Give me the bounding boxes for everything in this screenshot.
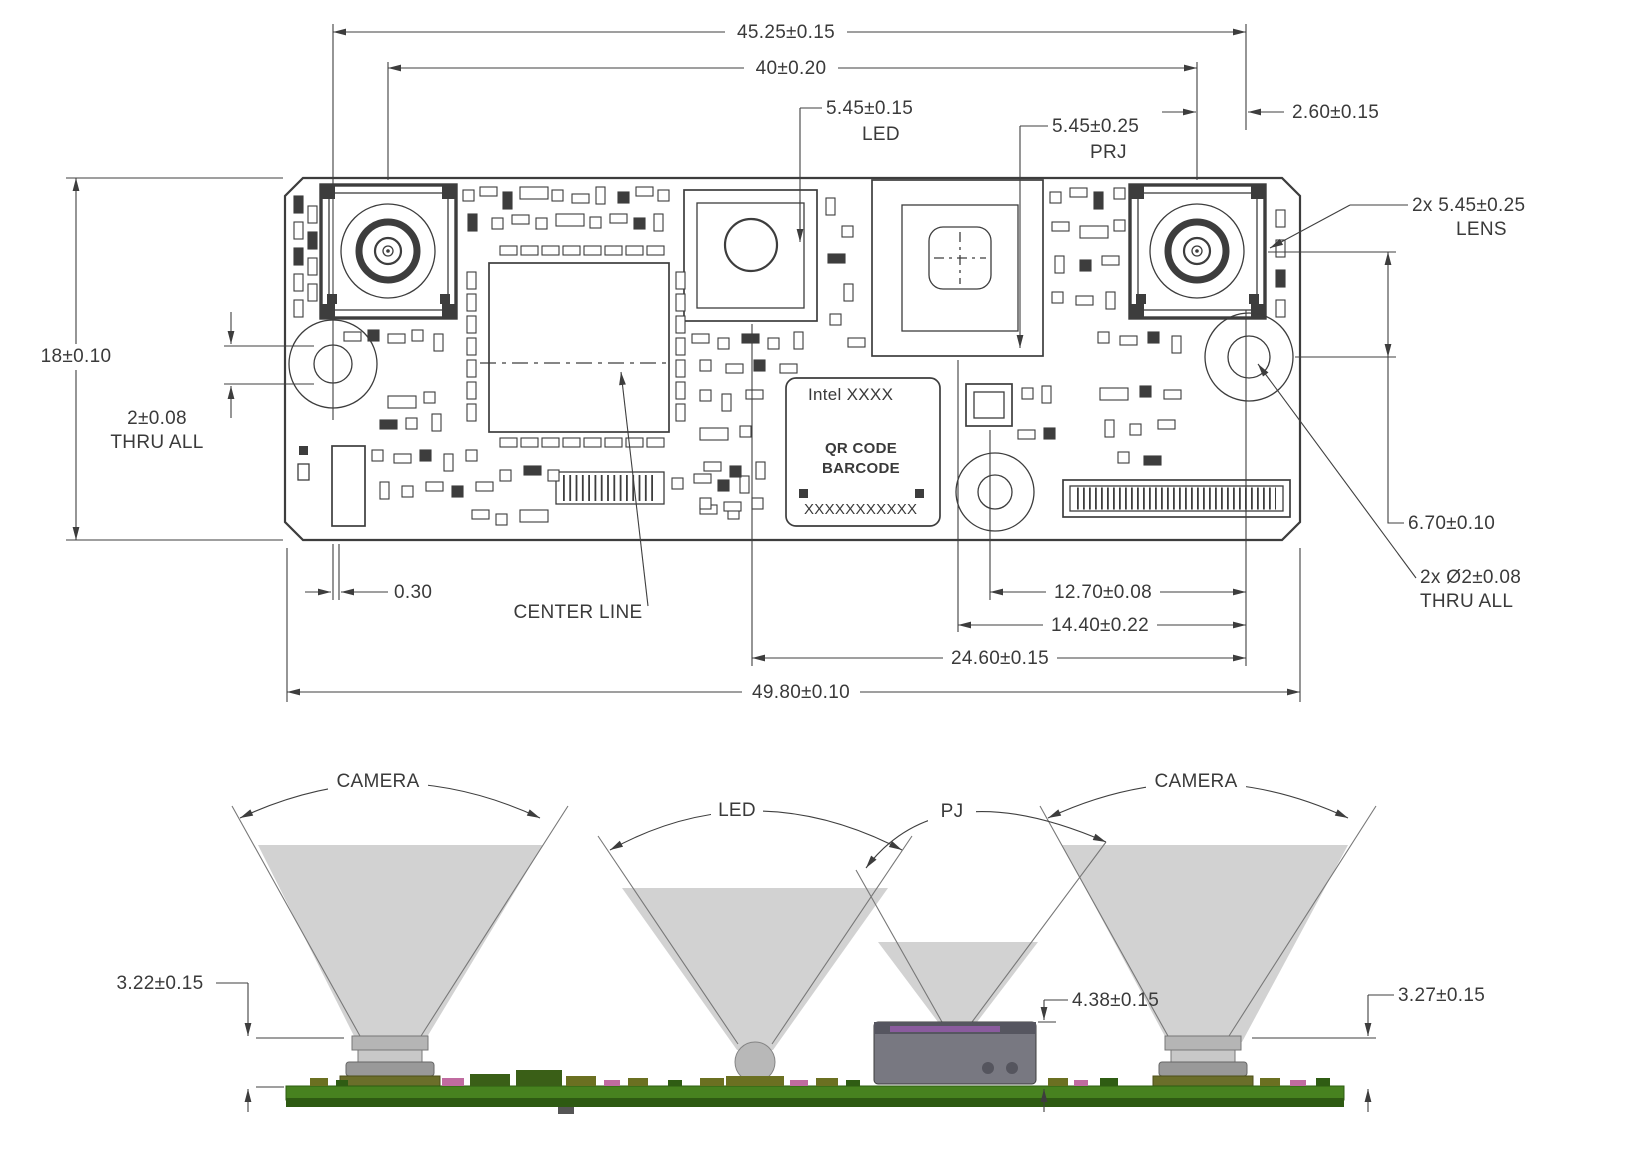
dim-hole-left-note: THRU ALL [110,432,203,453]
dim-offset-030-label: 0.30 [394,582,432,603]
board-outline [283,176,1302,542]
misc-parts [297,383,1013,527]
dim-offset-030: 0.30 [305,582,432,603]
board-connector [1062,479,1291,518]
dim-hole-right-note: THRU ALL [1420,591,1513,612]
dim-pj-height: 4.38±0.15 [1038,990,1159,1112]
mounting-hole-right [1204,312,1294,402]
dim-prj-size-label: 5.45±0.25 [1052,116,1139,137]
dim-prj-size: 5.45±0.25 PRJ [1016,116,1139,348]
dim-hole-right: 2x Ø2±0.08 THRU ALL [1257,363,1521,612]
dim-offset-670-label: 6.70±0.10 [1408,513,1495,534]
center-line-callout: CENTER LINE [514,371,649,623]
camera-left-fov-arc: CAMERA [239,768,541,819]
dim-lens-pitch-label: 40±0.20 [756,58,827,79]
pcb-side-view [231,805,1377,1114]
dim-pj-height-label: 4.38±0.15 [1072,990,1159,1011]
pcb-side-components [310,1070,1330,1086]
camera-right-fov-arc: CAMERA [1047,768,1349,819]
dim-hole-right-label: 2x Ø2±0.08 [1420,567,1521,588]
dim-hole-left-label: 2±0.08 [127,408,187,429]
dim-camera-right-height: 3.27±0.15 [1252,985,1485,1112]
dim-pitch-1270: 12.70±0.08 [990,580,1246,604]
camera-module-right [1128,183,1267,320]
dim-lens-size: 2x 5.45±0.25 LENS [1269,195,1525,249]
camera-right-fov-cone [1062,845,1348,1042]
prj-callout-label: PRJ [1090,142,1127,163]
lens-callout-label: LENS [1456,219,1507,240]
soc-chip [480,262,672,433]
led-label: LED [718,800,756,821]
dim-led-size-label: 5.45±0.15 [826,98,913,119]
barcode-label: BARCODE [822,460,900,477]
pcb-board-side [285,1070,1345,1114]
pj-module-box [873,1021,1037,1085]
dim-offset-670: 6.70±0.10 [1384,252,1495,534]
dim-camera-left-height-label: 3.22±0.15 [116,973,203,994]
dim-camera-right-height-label: 3.27±0.15 [1398,985,1485,1006]
camera-left-lens [339,1035,441,1089]
dim-lens-size-label: 2x 5.45±0.25 [1412,195,1525,216]
dim-hole-left: 2±0.08 THRU ALL [110,312,235,453]
dim-board-height: 18±0.10 [30,178,122,540]
center-line-label: CENTER LINE [514,602,643,623]
camera-left-label: CAMERA [336,771,419,792]
dim-lens-pitch: 40±0.20 [388,56,1197,80]
led-fov-cone [622,888,888,1050]
projector-module [871,179,1044,357]
pj-label: PJ [941,801,964,822]
led-callout-label: LED [862,124,900,145]
camera-left-fov-cone [258,845,543,1042]
pj-fov-arc: PJ [865,798,1107,869]
dim-board-width-label: 49.80±0.10 [752,682,850,703]
dim-pitch-2460-label: 24.60±0.15 [951,648,1049,669]
dim-board-width: 49.80±0.10 [287,680,1300,704]
silkscreen-label-box: Intel XXXX QR CODE BARCODE XXXXXXXXXXX [785,377,941,527]
part-label: Intel XXXX [808,385,893,404]
dim-pitch-2460: 24.60±0.15 [752,646,1246,670]
dim-pitch-1440: 14.40±0.22 [958,613,1246,637]
qr-code-label: QR CODE [825,440,897,457]
led-module [683,189,818,322]
dim-pitch-1270-label: 12.70±0.08 [1054,582,1152,603]
pj-fov-cone [878,942,1038,1026]
fiducial-circle [955,452,1035,532]
pcb-top-view: Intel XXXX QR CODE BARCODE XXXXXXXXXXX [283,176,1302,542]
dim-board-height-label: 18±0.10 [41,346,112,367]
dim-led-size: 5.45±0.15 LED [796,98,913,242]
dim-pitch-1440-label: 14.40±0.22 [1051,615,1149,636]
side-view-annotations: CAMERA LED PJ CAMERA 3.22±0.15 [116,768,1485,1112]
camera-right-label: CAMERA [1154,771,1237,792]
smd-components [293,186,1286,526]
dim-edge-offset: 2.60±0.15 [1162,102,1379,123]
led-fov-arc: LED [609,797,903,851]
dim-camera-left-height: 3.22±0.15 [116,973,344,1112]
camera-right-lens [1152,1035,1254,1089]
dim-overall-width: 45.25±0.15 [333,20,1246,44]
dim-overall-width-label: 45.25±0.15 [737,22,835,43]
serial-placeholder: XXXXXXXXXXX [804,501,917,518]
top-view-dimensions: 45.25±0.15 40±0.20 5.45±0.15 LED 5.45±0.… [30,20,1525,704]
dim-edge-offset-label: 2.60±0.15 [1292,102,1379,123]
camera-module-left [319,183,458,320]
